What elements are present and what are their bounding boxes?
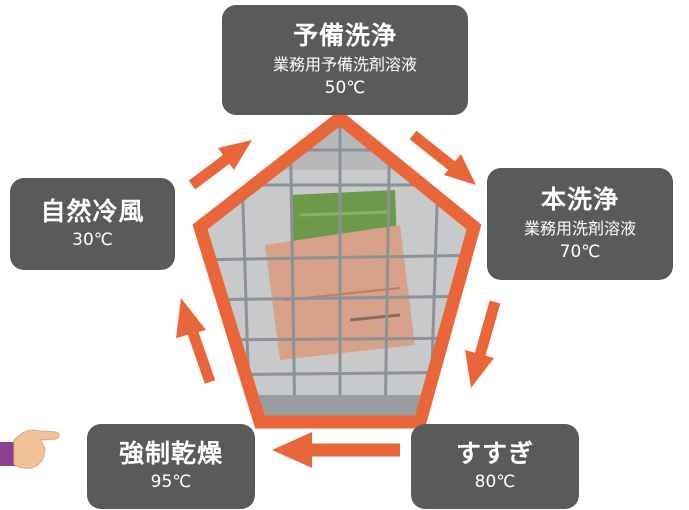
step-detail: 業務用洗剤溶液 — [523, 218, 636, 238]
step-detail: 業務用予備洗剤溶液 — [272, 54, 417, 74]
step-main-wash: 本洗浄 業務用洗剤溶液 70℃ — [487, 168, 673, 280]
arrow-prewash-to-mainwash-icon — [409, 130, 476, 185]
step-title: 本洗浄 — [540, 184, 619, 214]
step-temperature: 50℃ — [324, 78, 366, 99]
arrow-mainwash-to-rinse-icon — [465, 300, 501, 388]
step-rinse: すすぎ 80℃ — [411, 424, 579, 509]
arrow-drying-to-cooling-icon — [176, 298, 216, 384]
step-title: 自然冷風 — [40, 196, 145, 226]
pentagon-frame — [192, 109, 482, 429]
arrow-rinse-to-drying-icon — [272, 432, 400, 468]
step-temperature: 95℃ — [150, 472, 192, 493]
step-temperature: 30℃ — [72, 229, 113, 250]
step-temperature: 80℃ — [474, 472, 516, 493]
step-title: 予備洗浄 — [292, 20, 397, 50]
step-temperature: 70℃ — [559, 242, 601, 263]
step-title: 強制乾燥 — [118, 439, 223, 469]
step-natural-cooling: 自然冷風 30℃ — [10, 178, 175, 270]
pointing-hand-icon — [0, 429, 60, 469]
step-forced-drying: 強制乾燥 95℃ — [87, 424, 255, 509]
step-title: すすぎ — [455, 439, 534, 469]
step-prewash: 予備洗浄 業務用予備洗剤溶液 50℃ — [222, 5, 468, 115]
arrow-cooling-to-prewash-icon — [188, 140, 252, 190]
